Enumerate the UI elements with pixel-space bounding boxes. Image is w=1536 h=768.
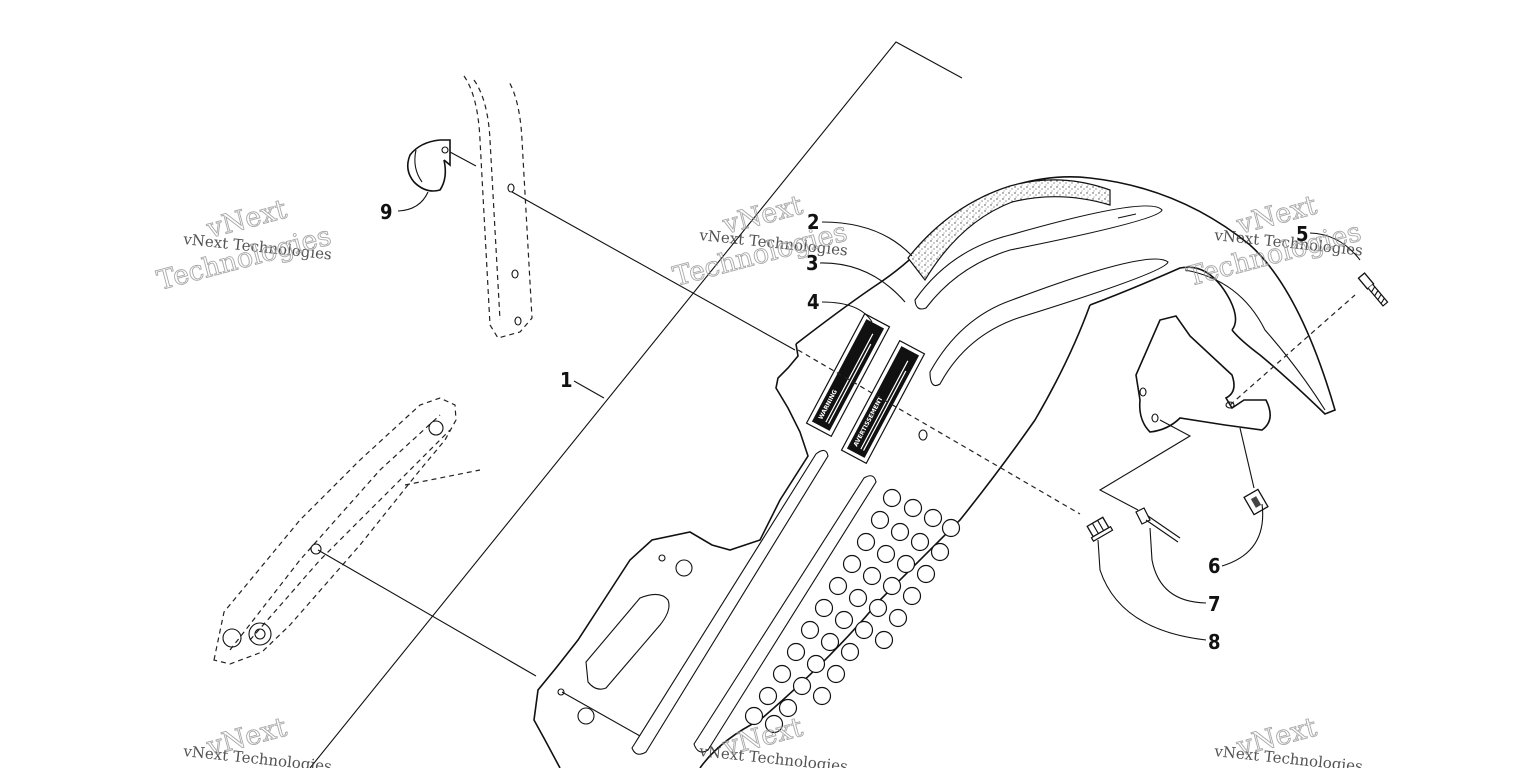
- watermark-top-center: vNext Technologies vNext Technologies: [669, 189, 851, 293]
- vent-hole: [826, 664, 846, 684]
- vent-hole: [744, 706, 764, 726]
- callout-9: 9: [380, 200, 393, 224]
- callout-3: 3: [806, 251, 819, 275]
- rear-fender: [907, 176, 1336, 415]
- callout-labels: 1 2 3 4 5 6 7 8 9: [380, 200, 1309, 654]
- flap-hole-1: [658, 554, 666, 562]
- vent-hole: [840, 642, 860, 662]
- vent-hole: [941, 518, 961, 538]
- vent-hole: [812, 686, 832, 706]
- rail-hole-top: [507, 183, 515, 193]
- fender-slot-upper: [914, 205, 1163, 310]
- bracket-hole-2: [1151, 413, 1159, 423]
- rail-hole-bottom: [514, 316, 522, 326]
- watermark-top-right: vNext Technologies vNext Technologies: [1183, 189, 1365, 293]
- callout-6: 6: [1208, 554, 1221, 578]
- vent-hole: [876, 544, 896, 564]
- bracket-hole-1: [1139, 387, 1147, 397]
- arm-mount-hole: [310, 543, 322, 555]
- flap-slot-left: [631, 449, 829, 755]
- callout-4: 4: [807, 290, 820, 314]
- callout-7: 7: [1208, 592, 1221, 616]
- watermark-bottom-right: vNext Technologies vNext: [1213, 711, 1364, 768]
- flap-slot-right: [693, 475, 877, 753]
- frame-rail-phantom: [463, 75, 533, 339]
- callout-2: 2: [807, 210, 820, 234]
- vent-hole: [854, 620, 874, 640]
- hardware-rivet-7: [1135, 507, 1181, 543]
- rail-hole-mid: [511, 269, 519, 279]
- flap-hole-3: [918, 429, 928, 441]
- flap-cutout: [585, 593, 670, 690]
- hardware-bolt-8: [1086, 516, 1114, 542]
- vent-hole: [764, 714, 784, 734]
- vent-hole: [758, 686, 778, 706]
- vent-hole: [772, 664, 792, 684]
- decal-warning-en: WARNING: [805, 312, 891, 438]
- fender-bracket: [1135, 315, 1271, 433]
- watermark-bottom-center: vNext Technologies vNext: [698, 711, 849, 768]
- assembly-lines: [317, 151, 1356, 737]
- warning-decals: WARNING AVERTISSEMENT: [805, 312, 926, 465]
- vent-hole: [896, 554, 916, 574]
- vent-hole: [856, 532, 876, 552]
- vent-hole: [888, 608, 908, 628]
- vent-hole-grid: [744, 488, 961, 734]
- vent-hole: [930, 542, 950, 562]
- reference-bracket-line: [309, 41, 963, 768]
- vent-hole: [874, 630, 894, 650]
- vent-hole: [882, 576, 902, 596]
- fender-slot-lower: [929, 258, 1169, 387]
- flap-hole-2: [557, 688, 565, 696]
- callout-leaders: [397, 191, 1361, 641]
- arm-bushing-left: [222, 628, 242, 648]
- vent-hole: [890, 522, 910, 542]
- vent-hole: [834, 610, 854, 630]
- foam-strip: [907, 179, 1111, 282]
- vent-hole: [903, 498, 923, 518]
- arm-bushing-top: [428, 420, 444, 436]
- vent-hole: [882, 488, 902, 508]
- vent-hole: [923, 508, 943, 528]
- vent-hole: [814, 598, 834, 618]
- vent-hole: [778, 698, 798, 718]
- vent-hole: [870, 510, 890, 530]
- watermark-top-left: vNext Technologies vNext Technologies: [153, 193, 335, 297]
- vent-hole: [806, 654, 826, 674]
- callout-1: 1: [560, 368, 573, 392]
- decal-warning-fr: AVERTISSEMENT: [840, 339, 926, 465]
- arm-bushing-right: [248, 622, 272, 646]
- vent-hole: [842, 554, 862, 574]
- vent-hole: [848, 588, 868, 608]
- vent-hole: [910, 532, 930, 552]
- callout-8: 8: [1208, 630, 1221, 654]
- hardware-clamp-9: [406, 139, 451, 192]
- vent-hole: [902, 586, 922, 606]
- bracket-hole-3: [1225, 401, 1235, 409]
- watermark-bottom-left: vNext Technologies vNext: [182, 711, 333, 768]
- vent-hole: [916, 564, 936, 584]
- suspension-arm-phantom: [213, 397, 481, 665]
- vent-hole: [862, 566, 882, 586]
- hardware-speed-nut-6: [1243, 488, 1269, 516]
- watermarks: vNext Technologies vNext Technologies vN…: [153, 189, 1365, 768]
- vent-hole: [820, 632, 840, 652]
- vent-hole: [868, 598, 888, 618]
- hardware-screw-5: [1357, 272, 1389, 307]
- flap-bump-2: [577, 707, 595, 725]
- vent-hole: [792, 676, 812, 696]
- callout-5: 5: [1296, 222, 1309, 246]
- vent-hole: [800, 620, 820, 640]
- flap-bump-1: [675, 559, 693, 577]
- vent-hole: [828, 576, 848, 596]
- vent-hole: [786, 642, 806, 662]
